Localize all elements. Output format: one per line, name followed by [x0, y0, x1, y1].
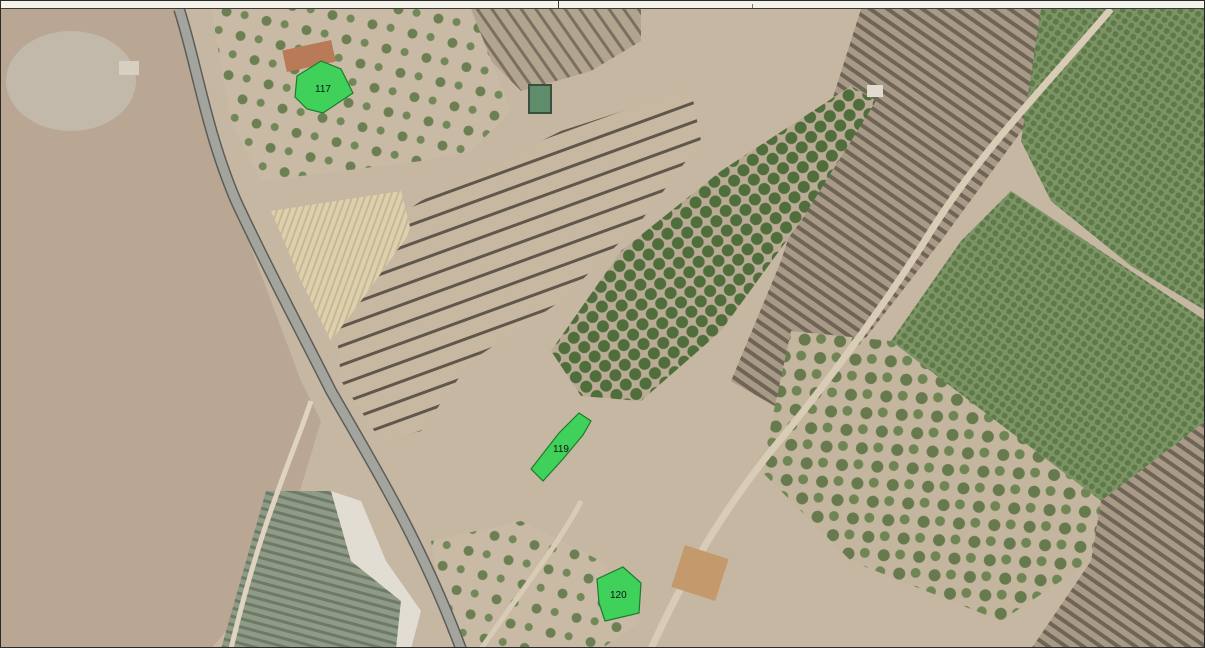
trees-near-120 [431, 521, 641, 647]
dry-field-left [1, 9, 321, 647]
parcel-117[interactable]: 117 [294, 60, 354, 114]
parcel-117-shape[interactable] [294, 60, 354, 114]
map-header-strip [1, 1, 1204, 9]
dirt-track-lower [479, 499, 584, 647]
plowed-field-top [471, 9, 641, 91]
vineyard-top-right [1021, 9, 1204, 310]
olive-grove-lower [761, 331, 1101, 621]
parcel-120-shape[interactable] [596, 566, 642, 622]
large-roof-building [671, 544, 729, 602]
parcel-119-shape[interactable] [530, 412, 592, 482]
aerial-map[interactable]: 117 119 120 [1, 9, 1205, 648]
parcel-120-label: 120 [610, 590, 627, 601]
plowed-strip-diagonal [731, 9, 1111, 421]
header-divider [558, 1, 559, 9]
water-tank [528, 84, 552, 114]
parcel-119-label: 119 [553, 444, 569, 455]
vineyard-middle-right [891, 191, 1204, 501]
header-tick [752, 4, 753, 8]
citrus-orchard [551, 86, 876, 401]
plowed-field-bottom-right [1032, 422, 1204, 647]
small-shed-left [119, 61, 139, 75]
dirt-track-left [228, 400, 314, 647]
small-shed-top-right [867, 85, 883, 97]
parcel-119[interactable]: 119 [530, 412, 592, 482]
main-road-surface [174, 9, 466, 647]
parcel-117-label: 117 [315, 84, 331, 95]
rocky-patch [6, 31, 136, 131]
hay-field [271, 191, 411, 341]
terraced-hillside [331, 89, 701, 441]
parcel-120[interactable]: 120 [596, 566, 642, 622]
white-ground-patch [331, 491, 421, 647]
dirt-road-diagonal [648, 9, 1114, 647]
